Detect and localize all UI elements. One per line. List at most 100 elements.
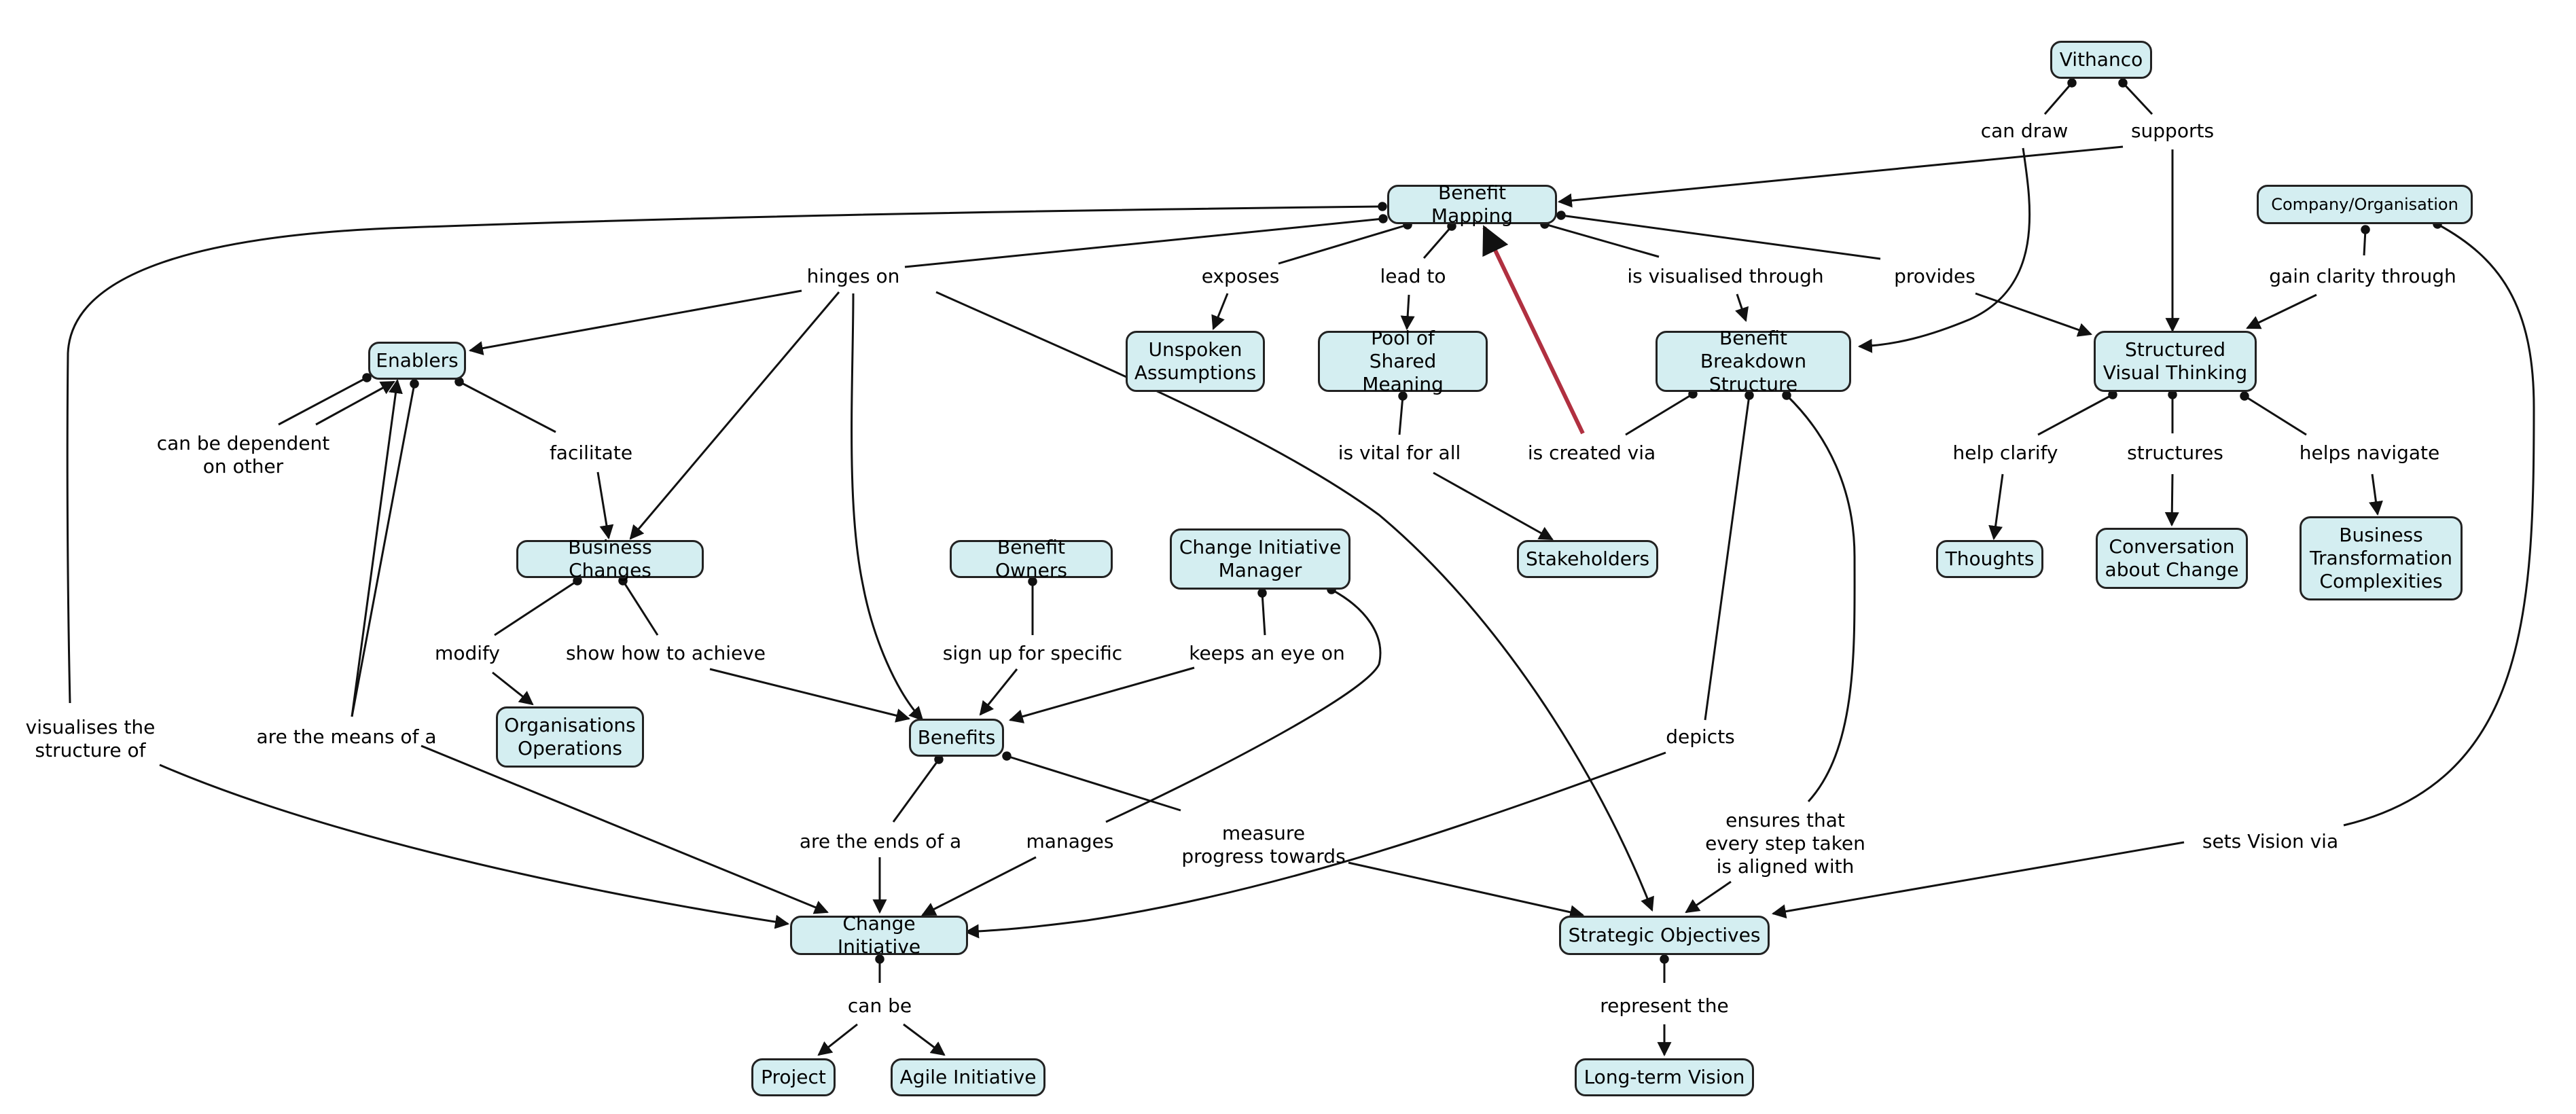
link-benefits-ends bbox=[892, 755, 944, 823]
link-bm-provides bbox=[1556, 211, 1881, 260]
label-structures: structures bbox=[2127, 442, 2223, 464]
node-long-term-vision[interactable]: Long-term Vision bbox=[1575, 1058, 1754, 1096]
link-vithanco-can-draw bbox=[2043, 78, 2077, 115]
node-benefit-owners[interactable]: Benefit Owners bbox=[950, 536, 1113, 581]
link-svt-navigate bbox=[2240, 391, 2307, 436]
label-facilitate: facilitate bbox=[549, 442, 633, 464]
link-sets-strategic bbox=[1771, 841, 2185, 919]
label-keeps-an-eye-on: keeps an eye on bbox=[1189, 642, 1345, 664]
link-cim-manages bbox=[1105, 585, 1382, 823]
node-stakeholders[interactable]: Stakeholders bbox=[1517, 540, 1658, 578]
link-company-sets bbox=[2343, 219, 2535, 827]
link-bchanges-show bbox=[618, 576, 659, 636]
label-show-how-to-achieve: show how to achieve bbox=[565, 642, 766, 664]
node-benefit-breakdown-structure[interactable]: Benefit Breakdown Structure bbox=[1656, 327, 1851, 395]
label-lead-to: lead to bbox=[1380, 265, 1446, 287]
link-bm-visualised bbox=[1540, 219, 1660, 258]
node-change-initiative-manager[interactable]: Change Initiative Manager bbox=[1170, 528, 1350, 590]
link-vital-stakeholders bbox=[1433, 471, 1554, 541]
label-hinges-on: hinges on bbox=[806, 265, 900, 287]
label-modify: modify bbox=[435, 642, 500, 664]
label-can-draw: can draw bbox=[1980, 120, 2069, 142]
node-agile-initiative[interactable]: Agile Initiative bbox=[891, 1058, 1045, 1096]
node-conversation-about-change[interactable]: Conversation about Change bbox=[2096, 528, 2248, 589]
link-enablers-means bbox=[351, 379, 419, 717]
link-ensures-strategic bbox=[1685, 880, 1732, 914]
link-exposes-unspoken bbox=[1211, 293, 1229, 330]
link-manages-change bbox=[921, 856, 1037, 916]
label-represent-the: represent the bbox=[1600, 994, 1729, 1017]
node-change-initiative[interactable]: Change Initiative bbox=[790, 912, 968, 958]
link-canbe-agile bbox=[903, 1023, 946, 1056]
node-strategic-objectives[interactable]: Strategic Objectives bbox=[1559, 916, 1770, 955]
link-means-enablers bbox=[351, 378, 403, 717]
node-thoughts[interactable]: Thoughts bbox=[1936, 540, 2043, 578]
link-vithanco-supports bbox=[2118, 78, 2153, 115]
label-are-the-ends-of-a: are the ends of a bbox=[799, 830, 962, 852]
link-bbs-created bbox=[1625, 389, 1698, 436]
node-project[interactable]: Project bbox=[751, 1058, 836, 1096]
link-cim-keeps bbox=[1257, 588, 1267, 636]
link-measure-strategic bbox=[1348, 861, 1585, 920]
link-benefits-measure bbox=[1002, 751, 1181, 812]
link-provides-svt bbox=[1975, 292, 2092, 337]
label-measure-progress-towards: measure progress towards bbox=[1181, 822, 1346, 867]
link-bbs-depicts bbox=[1704, 391, 1754, 721]
link-modify-orgops bbox=[492, 671, 534, 706]
label-is-vital-for-all: is vital for all bbox=[1338, 442, 1461, 464]
node-business-changes[interactable]: Business Changes bbox=[516, 536, 704, 581]
link-navigate-btc bbox=[2369, 473, 2383, 516]
label-helps-navigate: helps navigate bbox=[2299, 442, 2440, 464]
label-sign-up-for-specific: sign up for specific bbox=[942, 642, 1123, 664]
label-is-created-via: is created via bbox=[1527, 442, 1656, 464]
label-depicts: depicts bbox=[1666, 725, 1735, 748]
link-hinges-benefits bbox=[851, 293, 924, 721]
link-leadto-pool bbox=[1400, 294, 1415, 331]
node-company-organisation[interactable]: Company/Organisation bbox=[2257, 185, 2473, 224]
node-unspoken-assumptions[interactable]: Unspoken Assumptions bbox=[1126, 331, 1265, 392]
link-supports-bm bbox=[1557, 145, 2124, 208]
link-facilitate-bchanges bbox=[596, 471, 614, 540]
link-svt-helpclarify bbox=[2037, 390, 2117, 436]
link-helpclarify-thoughts bbox=[1988, 473, 2004, 541]
label-gain-clarity-through: gain clarity through bbox=[2269, 265, 2456, 287]
link-depicts-change bbox=[964, 751, 1666, 939]
link-visualised-bbs bbox=[1735, 293, 1749, 322]
link-hinges-strategic bbox=[935, 291, 1654, 912]
node-pool-of-shared-meaning[interactable]: Pool of Shared Meaning bbox=[1318, 327, 1488, 395]
link-bm-leadto bbox=[1423, 221, 1456, 259]
link-gain-svt bbox=[2246, 293, 2317, 329]
link-enablers-dep1 bbox=[278, 373, 372, 426]
node-enablers[interactable]: Enablers bbox=[368, 342, 466, 380]
link-can-draw-bbs bbox=[1857, 147, 2031, 353]
node-vithanco[interactable]: Vithanco bbox=[2050, 41, 2152, 79]
link-enablers-dep2 bbox=[315, 380, 395, 426]
label-sets-vision-via: sets Vision via bbox=[2202, 830, 2339, 852]
link-keeps-benefits bbox=[1008, 666, 1195, 723]
link-bm-exposes bbox=[1278, 220, 1412, 265]
link-created-bm-highlight bbox=[1482, 225, 1585, 435]
node-benefits[interactable]: Benefits bbox=[909, 719, 1004, 757]
node-organisations-operations[interactable]: Organisations Operations bbox=[496, 706, 644, 768]
link-bm-hinges bbox=[904, 214, 1388, 268]
link-company-gain bbox=[2361, 225, 2370, 256]
link-signup-benefits bbox=[979, 668, 1018, 716]
label-ensures-that: ensures that every step taken is aligned… bbox=[1705, 809, 1865, 878]
label-is-visualised-through: is visualised through bbox=[1627, 265, 1824, 287]
link-enablers-facilitate bbox=[454, 377, 556, 433]
node-benefit-mapping[interactable]: Benefit Mapping bbox=[1387, 181, 1557, 227]
node-business-transformation-complexities[interactable]: Business Transformation Complexities bbox=[2300, 516, 2463, 600]
link-means-change bbox=[421, 744, 829, 914]
link-hinges-bchanges bbox=[629, 291, 840, 540]
node-structured-visual-thinking[interactable]: Structured Visual Thinking bbox=[2094, 331, 2257, 392]
link-bbs-ensures bbox=[1782, 391, 1856, 803]
label-provides: provides bbox=[1894, 265, 1975, 287]
link-bchanges-modify bbox=[494, 576, 582, 636]
label-can-be: can be bbox=[847, 994, 912, 1017]
label-manages: manages bbox=[1026, 830, 1114, 852]
label-visualises-the-structure-of: visualises the structure of bbox=[25, 716, 156, 761]
link-hinges-enablers bbox=[468, 289, 802, 355]
label-are-the-means-of-a: are the means of a bbox=[256, 725, 437, 748]
link-bm-visualises-structure bbox=[66, 202, 1387, 704]
